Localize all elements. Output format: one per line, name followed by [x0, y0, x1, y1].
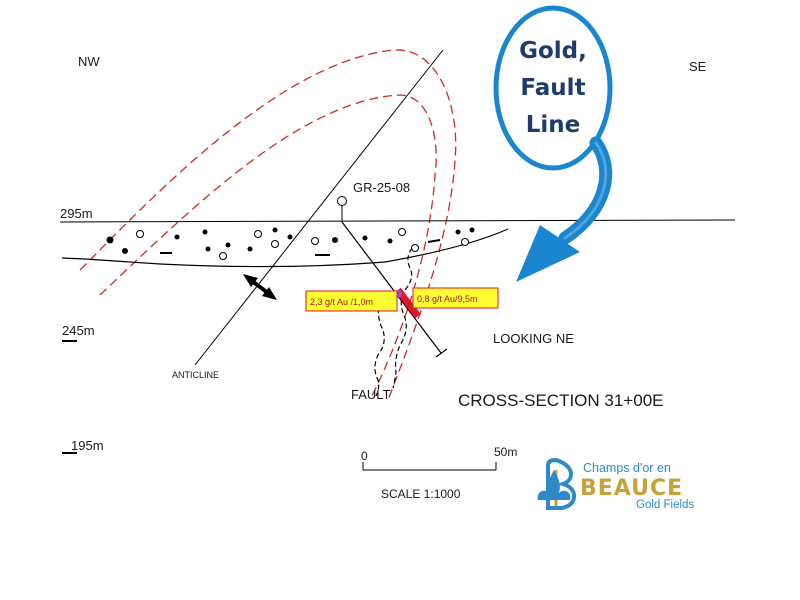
overburden-dots: [106, 227, 475, 260]
se-label: SE: [689, 59, 707, 74]
drillhole: [337, 196, 448, 358]
fault-lines: [374, 247, 413, 397]
double-arrow-icon: [243, 274, 277, 300]
fold-trace-inner: [99, 94, 437, 401]
logo-line-2: BEAUCE: [580, 476, 683, 501]
beauce-gold-fields-logo: Champs d'or en BEAUCE Gold Fields: [537, 458, 694, 511]
curved-arrow-icon: [516, 136, 613, 282]
fault-label: FAULT: [351, 387, 391, 402]
logo-line-3: Gold Fields: [636, 499, 694, 511]
logo-emblem-icon: [537, 458, 577, 510]
callout-line-2: Fault: [520, 75, 585, 101]
fold-traces: [79, 49, 457, 401]
callout: Gold, Fault Line: [493, 5, 613, 171]
scale-end: 50m: [494, 445, 517, 459]
callout-bubble: [493, 5, 613, 171]
drillhole-end-tick: [435, 348, 448, 358]
assay-label-1: 2,3 g/t Au /1,0m: [310, 297, 373, 307]
scale-start: 0: [361, 449, 368, 463]
drillhole-label: GR-25-08: [353, 180, 410, 195]
elevation-245: 245m: [62, 323, 95, 338]
fold-trace-outer: [79, 49, 457, 401]
elevation-195: 195m: [71, 438, 104, 453]
assay-box-2: 0,8 g/t Au/9,5m: [412, 287, 499, 309]
surface-line: [59, 219, 736, 223]
overburden-lens: [61, 228, 509, 268]
scale-label: SCALE 1:1000: [381, 487, 461, 501]
section-title: CROSS-SECTION 31+00E: [458, 391, 664, 410]
elevation-295: 295m: [60, 206, 93, 221]
callout-line-1: Gold,: [519, 38, 587, 64]
assay-box-1: 2,3 g/t Au /1,0m: [305, 290, 398, 312]
drillhole-trace: [341, 221, 442, 354]
nw-label: NW: [78, 54, 100, 69]
assay-label-2: 0,8 g/t Au/9,5m: [417, 294, 478, 304]
logo-line-1: Champs d'or en: [583, 461, 671, 475]
view-direction-label: LOOKING NE: [493, 331, 574, 346]
anticline-label: ANTICLINE: [172, 370, 219, 380]
scale-bar: [362, 462, 497, 471]
callout-line-3: Line: [526, 112, 581, 138]
anticline-axis: [194, 49, 444, 366]
